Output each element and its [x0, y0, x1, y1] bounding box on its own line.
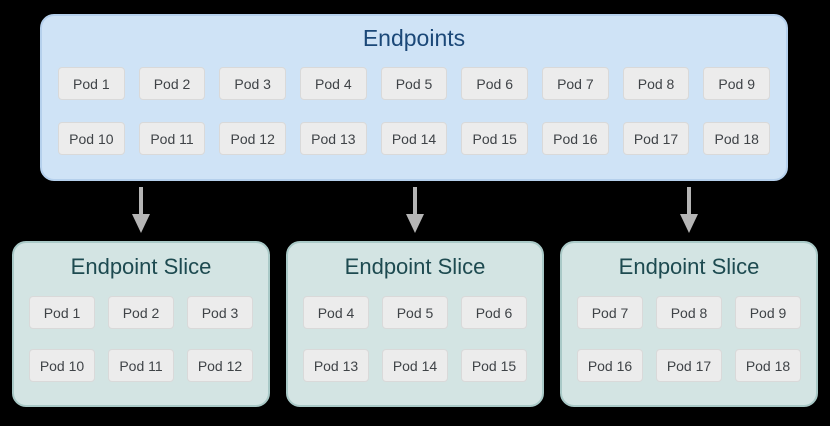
endpoints-title: Endpoints [362, 25, 466, 51]
arrow-head [406, 214, 424, 233]
pod-chip: Pod 15 [461, 349, 527, 382]
pod-chip: Pod 8 [656, 296, 722, 329]
endpoint-slice-title: Endpoint Slice [70, 254, 212, 279]
pod-chip: Pod 2 [138, 67, 206, 100]
pod-chip: Pod 5 [382, 296, 448, 329]
pod-chip: Pod 11 [108, 349, 174, 382]
slice-1-pod-row-1: Pod 1 Pod 2 Pod 3 [14, 296, 268, 329]
arrow-down-icon [132, 187, 150, 233]
arrow-head [132, 214, 150, 233]
pod-chip: Pod 1 [58, 67, 125, 100]
pod-chip: Pod 16 [577, 349, 643, 382]
pod-chip: Pod 16 [542, 122, 609, 155]
pod-chip: Pod 9 [703, 67, 771, 100]
slice-2-pod-row-2: Pod 13 Pod 14 Pod 15 [288, 349, 542, 382]
slice-2-pod-row-1: Pod 4 Pod 5 Pod 6 [288, 296, 542, 329]
pod-chip: Pod 10 [58, 122, 125, 155]
endpoints-pod-row-1: Pod 1 Pod 2 Pod 3 Pod 4 Pod 5 Pod 6 Pod 7 Pod 8… [42, 67, 786, 100]
pod-chip: Pod 8 [622, 67, 690, 100]
arrow-down-icon [406, 187, 424, 233]
arrow-head [680, 214, 698, 233]
pod-chip: Pod 10 [29, 349, 95, 382]
arrow-stem [413, 187, 417, 214]
pod-chip: Pod 17 [622, 122, 690, 155]
pod-chip: Pod 14 [380, 122, 448, 155]
pod-chip: Pod 12 [219, 122, 287, 155]
endpoints-pod-row-2: Pod 10 Pod 11 Pod 12 Pod 13 Pod 14 Pod 15 Pod … [42, 122, 786, 155]
pod-chip: Pod 13 [303, 349, 369, 382]
pod-chip: Pod 15 [461, 122, 529, 155]
pod-chip: Pod 11 [138, 122, 206, 155]
pod-chip: Pod 3 [219, 67, 287, 100]
pod-chip: Pod 18 [735, 349, 801, 382]
endpoint-slice-title: Endpoint Slice [344, 254, 486, 279]
pod-chip: Pod 9 [735, 296, 801, 329]
endpoints-box: Endpoints Pod 1 Pod 2 Pod 3 Pod 4 Pod 5 Pod 6… [40, 14, 788, 181]
pod-chip: Pod 13 [300, 122, 367, 155]
pod-chip: Pod 18 [703, 122, 771, 155]
endpoint-slice-title: Endpoint Slice [618, 254, 760, 279]
pod-chip: Pod 7 [542, 67, 609, 100]
pod-chip: Pod 5 [380, 67, 448, 100]
pod-chip: Pod 7 [577, 296, 643, 329]
pod-chip: Pod 12 [187, 349, 253, 382]
pod-chip: Pod 4 [303, 296, 369, 329]
slice-1-pod-row-2: Pod 10 Pod 11 Pod 12 [14, 349, 268, 382]
slice-3-pod-row-2: Pod 16 Pod 17 Pod 18 [562, 349, 816, 382]
pod-chip: Pod 1 [29, 296, 95, 329]
arrow-down-icon [680, 187, 698, 233]
arrow-stem [687, 187, 691, 214]
pod-chip: Pod 6 [461, 296, 527, 329]
pod-chip: Pod 14 [382, 349, 448, 382]
pod-chip: Pod 6 [461, 67, 529, 100]
pod-chip: Pod 17 [656, 349, 722, 382]
pod-chip: Pod 2 [108, 296, 174, 329]
slice-3-pod-row-1: Pod 7 Pod 8 Pod 9 [562, 296, 816, 329]
arrow-stem [139, 187, 143, 214]
pod-chip: Pod 4 [300, 67, 367, 100]
pod-chip: Pod 3 [187, 296, 253, 329]
